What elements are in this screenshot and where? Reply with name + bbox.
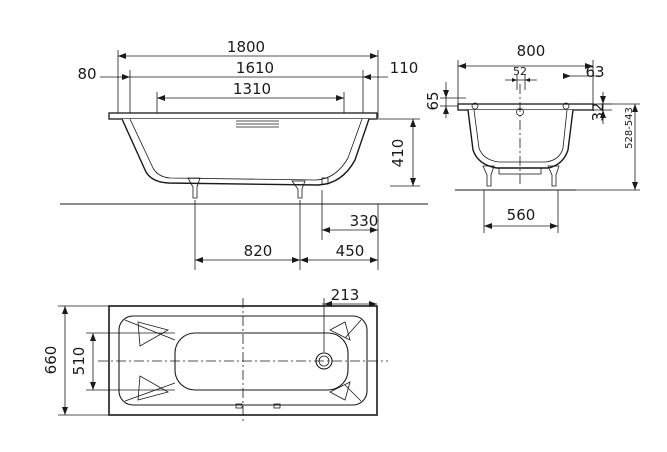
dim-foot-to-end: 450 [336, 242, 365, 260]
dim-plan-overall-width: 660 [42, 346, 60, 375]
plan-view: 213 660 510 [42, 286, 388, 422]
dim-height-range: 528-543 [624, 107, 635, 149]
dim-feet-width: 560 [507, 206, 536, 224]
dim-drain-width: 52 [513, 65, 527, 78]
end-view: 800 52 63 65 32 528-543 [424, 42, 640, 233]
dim-right-rim: 110 [390, 59, 419, 77]
dim-overall-width: 800 [517, 42, 546, 60]
dim-plan-inner-width: 510 [70, 347, 88, 376]
dim-rim-width: 63 [585, 63, 604, 81]
dim-rim-height: 65 [424, 91, 442, 110]
dim-drain-to-end: 330 [350, 212, 379, 230]
side-view: 1800 80 1610 110 1310 [60, 38, 428, 270]
dim-inner-top-length: 1610 [236, 59, 274, 77]
dim-overall-length: 1800 [227, 38, 265, 56]
dim-left-rim: 80 [77, 65, 96, 83]
dim-feet-distance: 820 [244, 242, 273, 260]
dim-drain-offset: 213 [331, 286, 360, 304]
dim-bottom-length: 1310 [233, 80, 271, 98]
dim-depth: 410 [389, 139, 407, 168]
